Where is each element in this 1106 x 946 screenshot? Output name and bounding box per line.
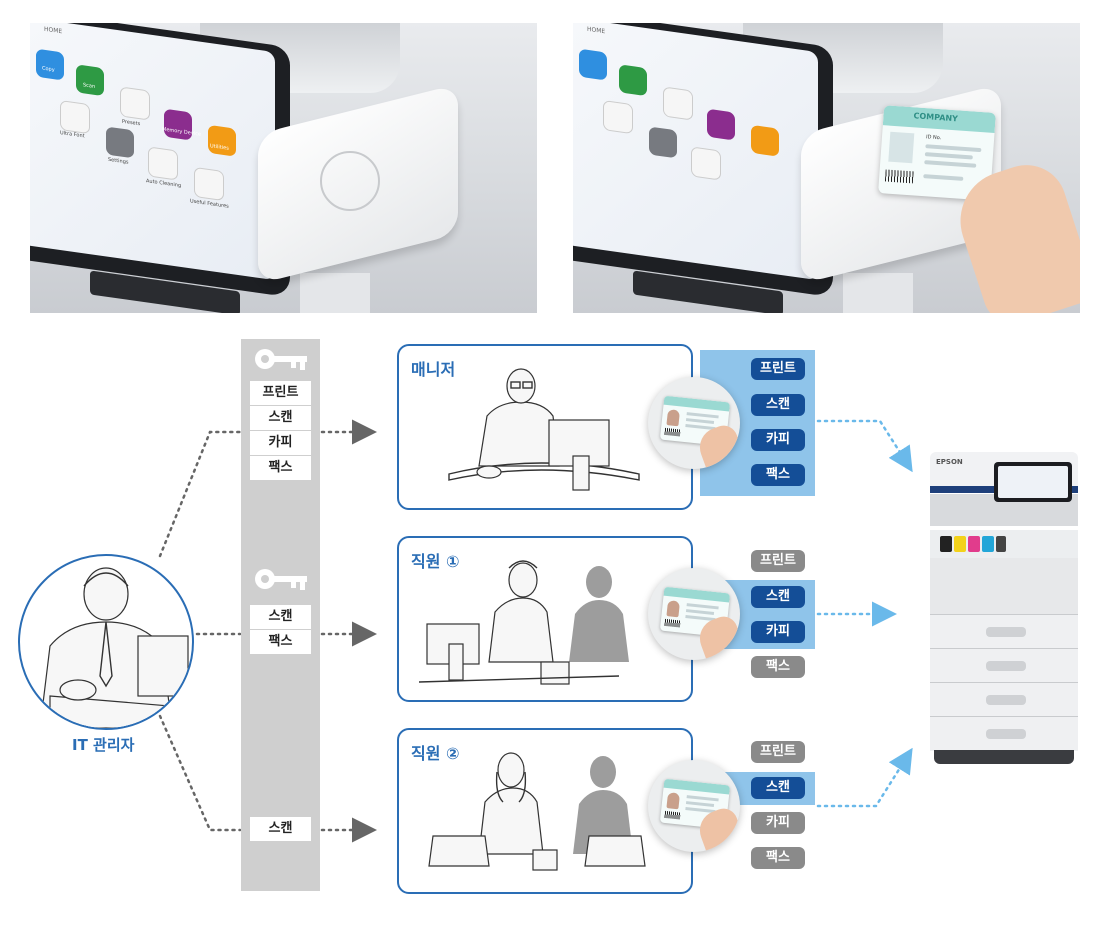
key-icon (255, 569, 307, 590)
role-panel-staff-1: 직원 ① (397, 536, 693, 702)
staff-2-illustration (428, 752, 646, 871)
printer-screen-icon (994, 462, 1072, 502)
permission-item: 스캔 (268, 821, 293, 836)
printer-illustration: EPSON (930, 452, 1078, 767)
manager-to-printer-arrow (816, 419, 913, 473)
pill-print: 프린트 (751, 358, 805, 380)
pill-copy: 카피 (751, 812, 805, 834)
pill-fax: 팩스 (751, 656, 805, 678)
role-panel-staff-2: 직원 ② (397, 728, 693, 894)
staff-1-illustration (419, 560, 629, 685)
role-title: 매니저 (411, 360, 456, 379)
permission-item: 프린트 (250, 381, 311, 406)
pill-fax: 팩스 (751, 464, 805, 486)
nfc-icon (320, 151, 380, 211)
pill-fax: 팩스 (751, 847, 805, 869)
pill-print: 프린트 (751, 741, 805, 763)
admin-to-set3-line (158, 714, 242, 832)
pill-copy: 카피 (751, 429, 805, 451)
role-title: 직원 ① (411, 552, 460, 571)
permission-item: 팩스 (268, 460, 293, 475)
permission-item: 팩스 (268, 634, 293, 649)
photo-card-tap: HOME COMPANY ID No. (573, 23, 1080, 313)
it-admin-label: IT 관리자 (72, 736, 135, 754)
printer-brand: EPSON (936, 458, 963, 466)
pill-scan: 스캔 (751, 394, 805, 416)
pill-copy: 카피 (751, 621, 805, 643)
role-panel-manager: 매니저 (397, 344, 693, 510)
staff2-to-printer-arrow (816, 747, 913, 808)
id-card-badge-icon (648, 377, 740, 469)
permission-set-scan-fax: 스캔 팩스 (250, 605, 311, 654)
id-card-badge-icon (648, 568, 740, 660)
pill-scan: 스캔 (751, 777, 805, 799)
permission-item: 스캔 (250, 605, 311, 630)
permission-set-full: 프린트 스캔 카피 팩스 (250, 381, 311, 480)
permission-set-scan: 스캔 (250, 817, 311, 841)
pill-print: 프린트 (751, 550, 805, 572)
manager-illustration (448, 368, 640, 491)
permission-item: 카피 (250, 431, 311, 456)
permission-item: 스캔 (250, 406, 311, 431)
pill-scan: 스캔 (751, 586, 805, 608)
id-card-badge-icon (648, 760, 740, 852)
admin-to-set1-line (158, 430, 242, 558)
key-icon (255, 349, 307, 370)
role-title: 직원 ② (411, 744, 460, 763)
ink-packs-icon (930, 530, 1078, 558)
photo-printer-panel: HOME Copy Scan Presets Memory Device Set… (30, 23, 537, 313)
it-admin-illustration (18, 554, 194, 730)
